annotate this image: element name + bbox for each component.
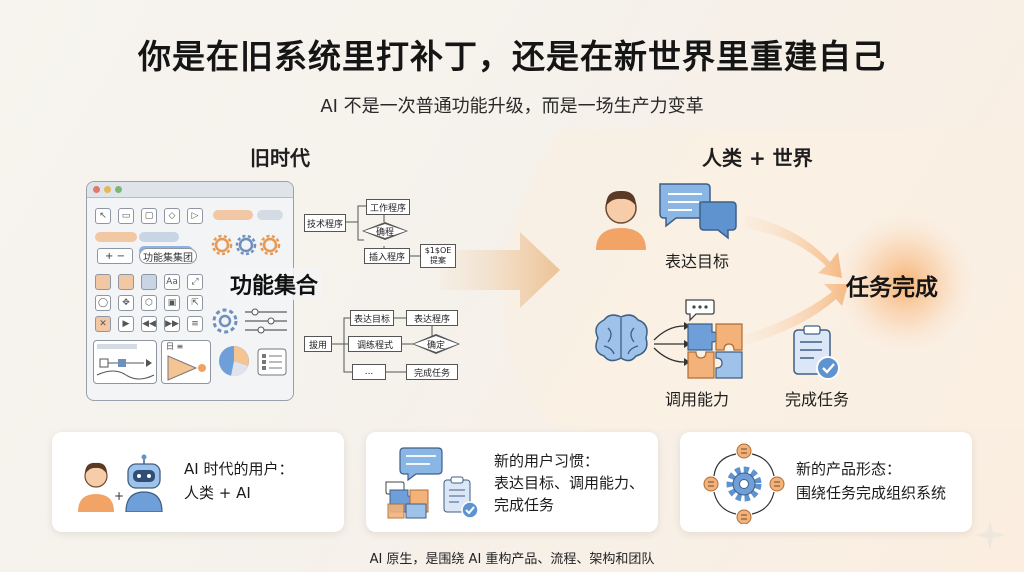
card-new-habits-body: 表达目标、调用能力、完成任务 [494, 474, 645, 514]
brain-icon [595, 314, 648, 362]
flow-node-confirm: 确程 [364, 224, 406, 238]
feature-group-box: 功能集集团 [139, 248, 197, 264]
maximize-dot-icon [115, 186, 122, 193]
flow-node-insert: 插入程序 [364, 248, 410, 264]
flow-node-express-proc: 表达程序 [406, 310, 458, 326]
list-icon: ≡ [187, 316, 203, 332]
flow-node-pull: 拔用 [304, 336, 332, 352]
chat-bubbles-icon [659, 183, 737, 240]
shape-icon: ⬡ [141, 295, 157, 311]
flow-node-tech: 技术程序 [304, 214, 346, 232]
puzzle-icon [687, 323, 743, 379]
complete-task-label: 完成任务 [784, 390, 849, 409]
tool-c-icon [141, 274, 157, 290]
close-dot-icon [93, 186, 100, 193]
card-new-product: 新的产品形态： 围绕任务完成组织系统 [680, 432, 972, 532]
capability-arrow [745, 284, 848, 345]
image-icon: ▣ [164, 295, 180, 311]
blue-bar-a [139, 232, 179, 242]
cursor-icon: ↖ [95, 208, 111, 224]
video-icon: ▶ [118, 316, 134, 332]
task-done-label: 任务完成 [846, 275, 938, 301]
sliders-icon [212, 308, 287, 334]
card-ai-users: + AI 时代的用户： 人类 + AI [52, 432, 344, 532]
flow-node-train: 调练程式 [348, 336, 402, 352]
branch-arrows-icon [653, 322, 690, 366]
tool-a-icon [95, 274, 111, 290]
svg-text:+: + [114, 489, 124, 503]
pie-icon [219, 346, 249, 377]
habits-icon-group [385, 447, 479, 519]
mini-flow-icon [96, 344, 155, 380]
new-world-heading: 人类 + 世界 [702, 146, 813, 170]
result-glow [835, 213, 975, 353]
flow-node-work: 工作程序 [366, 199, 410, 215]
close-tool-icon: ✕ [95, 316, 111, 332]
legacy-app-window: ↖ ▭ ▢ ◇ ▷ + − 功能集集团 Aa ⤢ ◯ ✥ ⬡ ▣ ⇱ ✕ ▶ ◀… [86, 181, 294, 401]
card-new-product-title: 新的产品形态： [796, 460, 902, 478]
page-title: 你是在旧系统里打补丁，还是在新世界里重建自己 [138, 37, 886, 76]
clipboard-check-icon [793, 325, 840, 380]
resize-icon: ⤢ [187, 274, 203, 290]
panel-graphic-icon [167, 355, 206, 381]
eraser-icon: ◇ [164, 208, 180, 224]
gears-icon [211, 234, 281, 256]
rewind-icon: ◀◀ [141, 316, 157, 332]
express-goal-label: 表达目标 [664, 252, 729, 271]
orange-bar [95, 232, 137, 242]
old-era-heading: 旧时代 [250, 146, 310, 170]
text-tool-icon: Aa [164, 274, 180, 290]
window-titlebar [87, 182, 293, 198]
plus-minus-box: + − [97, 248, 133, 264]
panel-label: 日 ≡ [166, 342, 184, 351]
card-ai-users-body: 人类 + AI [184, 484, 251, 502]
tool-b-icon [118, 274, 134, 290]
minimize-dot-icon [104, 186, 111, 193]
play-icon: ▷ [187, 208, 203, 224]
checklist-icon [257, 348, 287, 376]
card-new-product-body: 围绕任务完成组织系统 [796, 484, 947, 502]
flow-node-decide: 确定 [414, 336, 458, 352]
express-arrow [745, 215, 842, 278]
flow-node-complete: 完成任务 [406, 364, 458, 380]
forward-icon: ▶▶ [164, 316, 180, 332]
flow-node-proposal: $1$OE 提案 [420, 244, 456, 268]
card-new-habits-title: 新的用户习惯： [494, 452, 600, 470]
move-icon: ✥ [118, 295, 134, 311]
grey-pill [257, 210, 283, 220]
export-icon: ⇱ [187, 295, 203, 311]
card-ai-users-title: AI 时代的用户： [184, 460, 294, 478]
feature-set-label: 功能集合 [226, 268, 323, 300]
thought-bubble-icon [685, 299, 715, 322]
tool-grid-top: ↖ ▭ ▢ ◇ ▷ [95, 208, 205, 224]
transition-arrow [440, 232, 560, 308]
footer-note: AI 原生，是围绕 AI 重构产品、流程、架构和团队 [369, 552, 655, 567]
flow-thumbnail [93, 340, 157, 384]
flow-node-express: 表达目标 [350, 310, 394, 326]
folder-icon: ▭ [118, 208, 134, 224]
human-robot-icon: + [78, 454, 163, 512]
page-subtitle: AI 不是一次普通功能升级，而是一场生产力变革 [320, 96, 704, 117]
person-icon [596, 190, 646, 250]
product-gear-icon [703, 443, 785, 524]
flow-node-ellipsis: ... [352, 364, 386, 380]
card-new-habits: 新的用户习惯： 表达目标、调用能力、完成任务 [366, 432, 658, 532]
orange-pill [213, 210, 253, 220]
tool-grid-bottom: Aa ⤢ ◯ ✥ ⬡ ▣ ⇱ ✕ ▶ ◀◀ ▶▶ ≡ [95, 274, 205, 332]
chat-icon: ◯ [95, 295, 111, 311]
invoke-capability-label: 调用能力 [664, 390, 729, 409]
frame-icon: ▢ [141, 208, 157, 224]
sparkle-icon [975, 520, 1005, 550]
panel-thumbnail: 日 ≡ [161, 340, 211, 384]
